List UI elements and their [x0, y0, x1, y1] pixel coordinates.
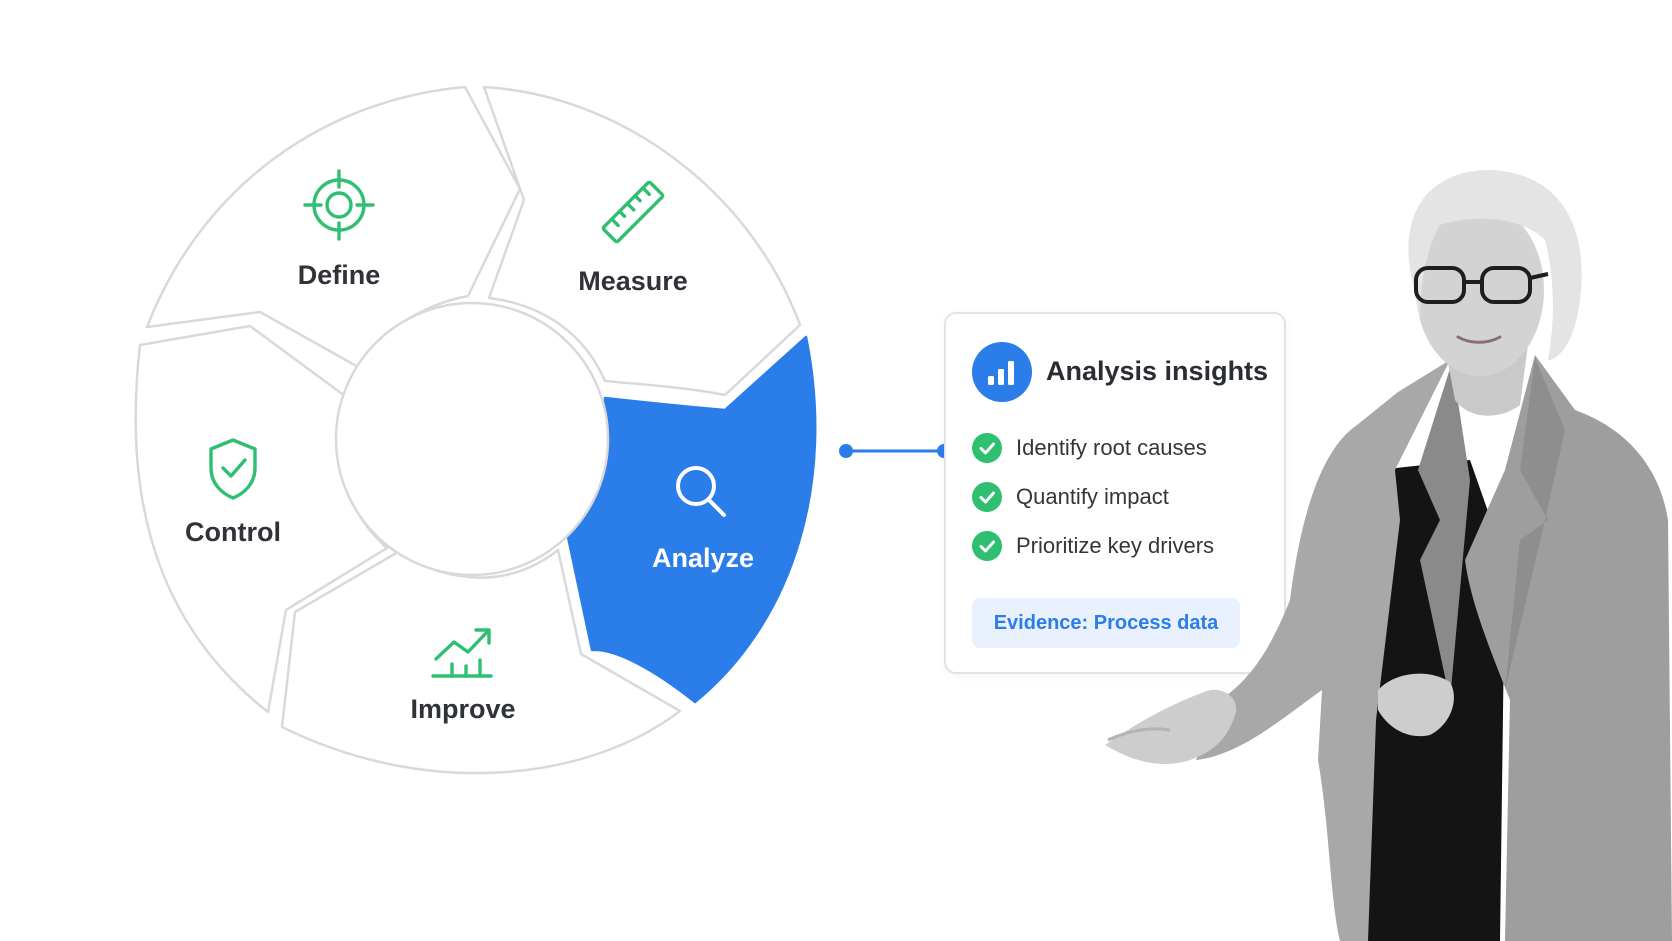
insight-item: Identify root causes — [972, 432, 1207, 464]
magnifier-icon — [676, 466, 726, 517]
segment-label-analyze: Analyze — [652, 543, 754, 573]
segment-label-control: Control — [185, 517, 281, 547]
segment-analyze[interactable] — [566, 335, 817, 704]
segment-label-improve: Improve — [410, 694, 515, 724]
target-icon — [303, 169, 375, 241]
insight-text: Quantify impact — [1016, 484, 1169, 509]
shield-check-icon — [209, 438, 257, 500]
bar-chart-icon — [972, 342, 1032, 402]
cycle-center — [334, 301, 610, 577]
insight-item: Quantify impact — [972, 481, 1169, 513]
check-circle-icon — [972, 531, 1002, 561]
trend-up-icon — [431, 628, 493, 678]
check-circle-icon — [972, 433, 1002, 463]
ruler-icon — [601, 180, 665, 244]
insight-item: Prioritize key drivers — [972, 530, 1214, 562]
card-title: Analysis insights — [1046, 356, 1269, 386]
segment-label-measure: Measure — [578, 266, 688, 296]
segment-label-define: Define — [298, 260, 381, 290]
insight-text: Prioritize key drivers — [1016, 533, 1215, 558]
analysis-insights-card: Analysis insights Identify root causes Q… — [944, 312, 1286, 674]
check-circle-icon — [972, 482, 1002, 512]
insight-text: Identify root causes — [1016, 435, 1207, 460]
evidence-badge: Evidence: Process data — [972, 598, 1240, 648]
segment-measure[interactable] — [482, 85, 802, 397]
